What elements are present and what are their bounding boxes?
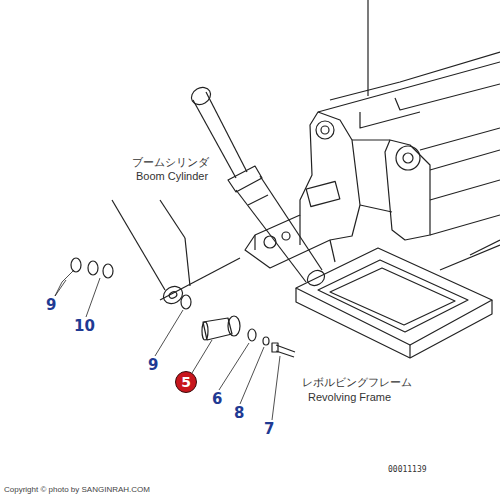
callout-number: 10 (74, 318, 95, 335)
pin-assembly (202, 316, 295, 357)
callout-number: 7 (264, 421, 274, 438)
callout-number: 6 (212, 391, 222, 408)
reference-line (367, 0, 368, 96)
part-name: ブームシリンダ (132, 156, 209, 168)
callout-number: 5 (181, 375, 191, 389)
copyright-note: Copyright © photo by SANGINRAH.COM (4, 486, 150, 495)
callout-circle: 5 (175, 371, 197, 393)
part-name: Revolving Frame (308, 391, 391, 403)
washers (71, 258, 191, 309)
part-name: Boom Cylinder (136, 170, 208, 182)
boom-cylinder (188, 84, 327, 288)
revolving-frame (245, 52, 500, 358)
drawing-number: 00011139 (388, 466, 427, 475)
callout-number: 9 (148, 357, 158, 374)
cylinder-end (112, 200, 240, 307)
part-name: レボルビングフレーム (302, 376, 412, 388)
callout-number: 8 (234, 405, 244, 422)
leader-lines (55, 270, 280, 420)
callout-number: 9 (46, 297, 56, 314)
